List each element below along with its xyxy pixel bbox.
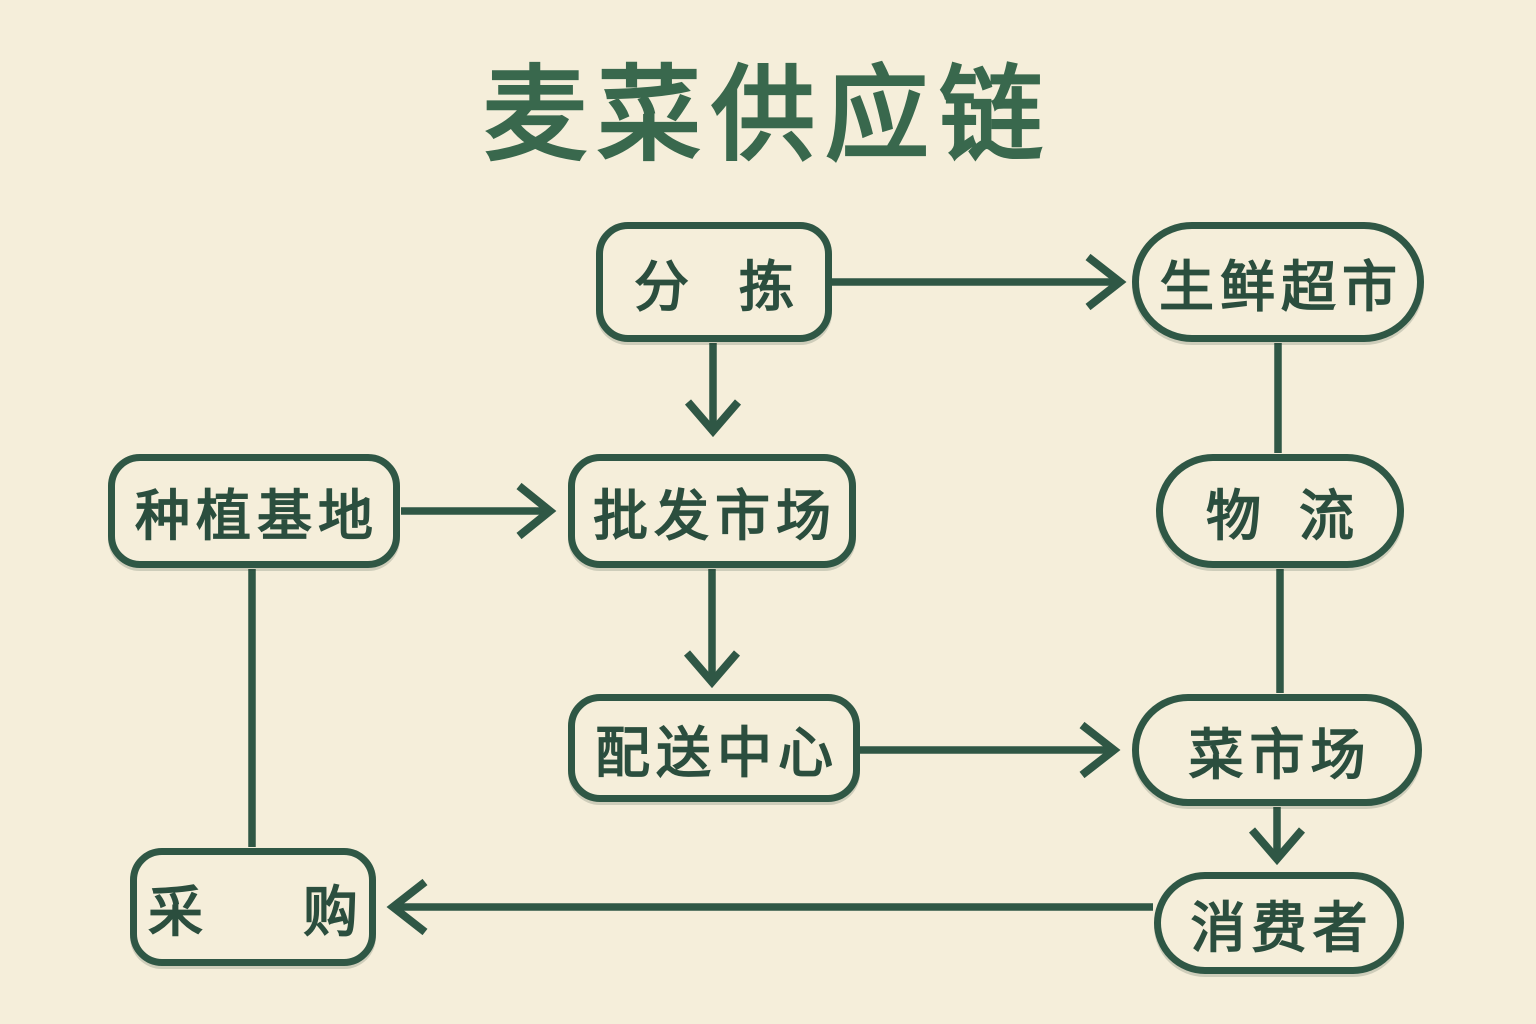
arrowhead-left-icon: [386, 878, 428, 936]
node-label: 批发市场: [592, 485, 837, 547]
edge-pifa-peisong: [683, 569, 741, 689]
node-sorting: 分拣: [596, 222, 832, 342]
edge-fenjian-pifa: [684, 343, 742, 438]
node-planting-base: 种植基地: [108, 454, 400, 568]
node-distribution-center: 配送中心: [568, 694, 860, 802]
edge-fenjian-shengxian: [832, 253, 1127, 311]
page-title: 麦菜供应链: [482, 58, 1053, 174]
edge-zhongzhi-pifa: [401, 482, 557, 540]
arrowhead-down-icon: [683, 650, 741, 689]
node-vegetable-market: 菜市场: [1132, 694, 1422, 806]
edge-caishichang-xiaofeizhe: [1248, 807, 1306, 866]
node-consumer: 消费者: [1154, 872, 1404, 974]
node-label: 采购: [147, 881, 458, 943]
node-label: 生鲜超市: [1158, 256, 1403, 318]
arrowhead-right-icon: [516, 482, 557, 540]
arrowhead-down-icon: [684, 399, 742, 438]
arrowhead-right-icon: [1085, 253, 1127, 311]
arrowhead-right-icon: [1079, 721, 1121, 779]
node-label: 分拣: [633, 256, 844, 318]
arrowhead-down-icon: [1248, 827, 1306, 866]
node-label: 配送中心: [594, 722, 839, 784]
node-label: 物流: [1205, 485, 1392, 547]
node-label: 种植基地: [134, 485, 379, 547]
node-fresh-supermarket: 生鲜超市: [1132, 222, 1424, 342]
edge-peisong-caishichang: [859, 721, 1121, 779]
node-procurement: 采购: [130, 848, 376, 966]
node-logistics: 物流: [1156, 454, 1404, 568]
node-wholesale-market: 批发市场: [568, 454, 856, 568]
edge-xiaofeizhe-caigou: [386, 878, 1153, 936]
node-label: 消费者: [1190, 897, 1374, 959]
node-label: 菜市场: [1188, 724, 1372, 786]
